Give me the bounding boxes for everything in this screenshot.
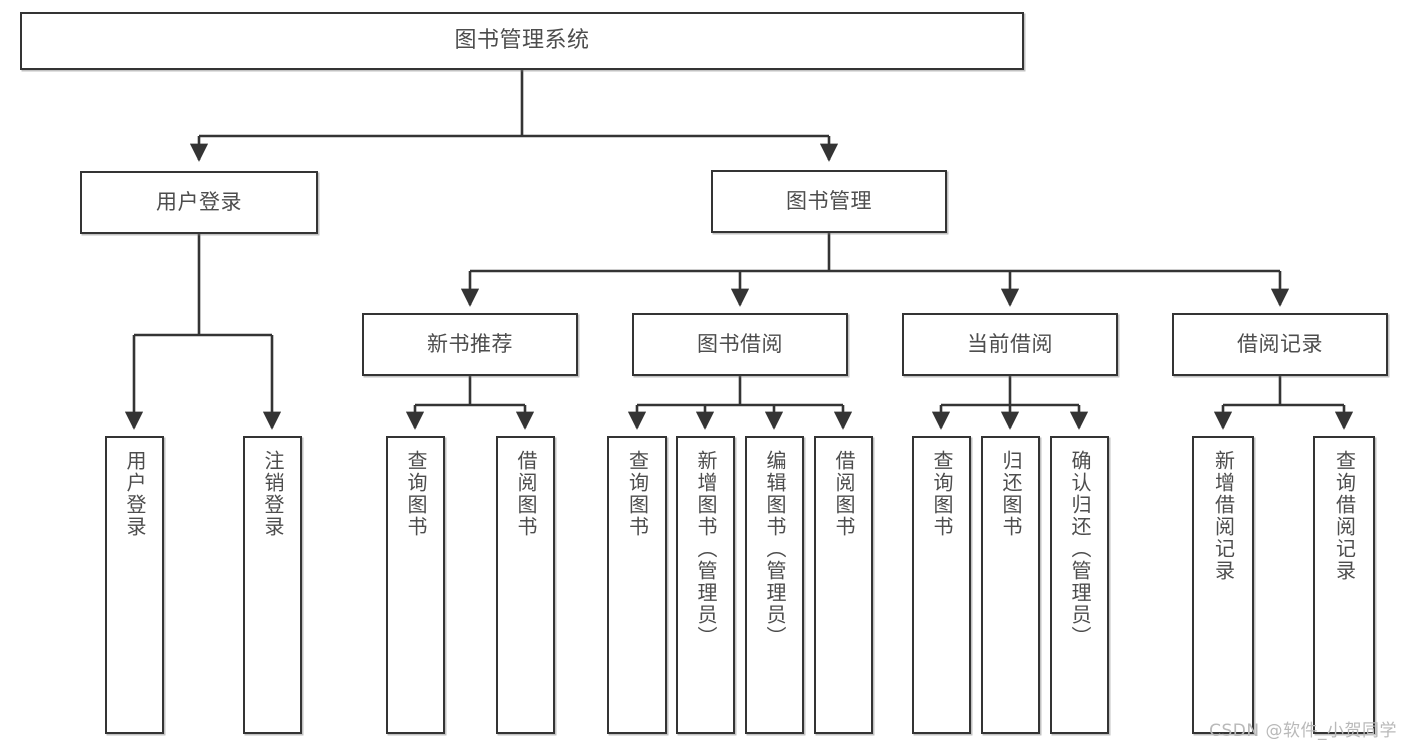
node-label: 确认归还（管理员） bbox=[1068, 450, 1092, 648]
node-label: 查询借阅记录 bbox=[1332, 450, 1357, 582]
node-label: 当前借阅 bbox=[967, 332, 1053, 357]
node-label: 图书管理 bbox=[786, 189, 872, 214]
node-current-borrow[interactable]: 当前借阅 bbox=[902, 313, 1118, 376]
node-label: 用户登录 bbox=[156, 190, 242, 215]
node-label: 注销登录 bbox=[261, 450, 285, 538]
node-borrow-record[interactable]: 借阅记录 bbox=[1172, 313, 1388, 376]
node-label: 查询图书 bbox=[625, 450, 650, 538]
leaf-borrow-add-book-admin[interactable]: 新增图书（管理员） bbox=[676, 436, 735, 734]
node-label: 新增图书（管理员） bbox=[694, 450, 718, 648]
watermark: CSDN @软件_小贺同学 bbox=[1209, 721, 1397, 741]
leaf-recommend-borrow-book[interactable]: 借阅图书 bbox=[496, 436, 555, 734]
node-label: 查询图书 bbox=[404, 450, 428, 538]
node-label: 归还图书 bbox=[999, 450, 1023, 538]
node-book-management[interactable]: 图书管理 bbox=[711, 170, 947, 233]
node-label: 编辑图书（管理员） bbox=[763, 450, 787, 648]
leaf-record-add-record[interactable]: 新增借阅记录 bbox=[1192, 436, 1254, 734]
node-label: 图书管理系统 bbox=[454, 28, 590, 54]
node-label: 借阅记录 bbox=[1237, 332, 1323, 357]
leaf-current-return-book[interactable]: 归还图书 bbox=[981, 436, 1040, 734]
leaf-current-confirm-return-admin[interactable]: 确认归还（管理员） bbox=[1050, 436, 1109, 734]
node-label: 新增借阅记录 bbox=[1211, 450, 1236, 582]
node-label: 图书借阅 bbox=[697, 332, 783, 357]
node-label: 借阅图书 bbox=[832, 450, 856, 538]
leaf-recommend-query-book[interactable]: 查询图书 bbox=[386, 436, 445, 734]
leaf-user-login-signout[interactable]: 注销登录 bbox=[243, 436, 302, 734]
node-label: 查询图书 bbox=[930, 450, 954, 538]
leaf-user-login-signin[interactable]: 用户登录 bbox=[105, 436, 164, 734]
leaf-record-query-record[interactable]: 查询借阅记录 bbox=[1313, 436, 1375, 734]
node-root-system[interactable]: 图书管理系统 bbox=[20, 12, 1024, 70]
node-label: 借阅图书 bbox=[514, 450, 538, 538]
node-new-book-recommend[interactable]: 新书推荐 bbox=[362, 313, 578, 376]
node-label: 新书推荐 bbox=[427, 332, 513, 357]
leaf-current-query-book[interactable]: 查询图书 bbox=[912, 436, 971, 734]
leaf-borrow-borrow-book[interactable]: 借阅图书 bbox=[814, 436, 873, 734]
node-label: 用户登录 bbox=[123, 450, 147, 538]
leaf-borrow-edit-book-admin[interactable]: 编辑图书（管理员） bbox=[745, 436, 804, 734]
leaf-borrow-query-book[interactable]: 查询图书 bbox=[607, 436, 667, 734]
node-user-login[interactable]: 用户登录 bbox=[80, 171, 318, 234]
node-book-borrow[interactable]: 图书借阅 bbox=[632, 313, 848, 376]
